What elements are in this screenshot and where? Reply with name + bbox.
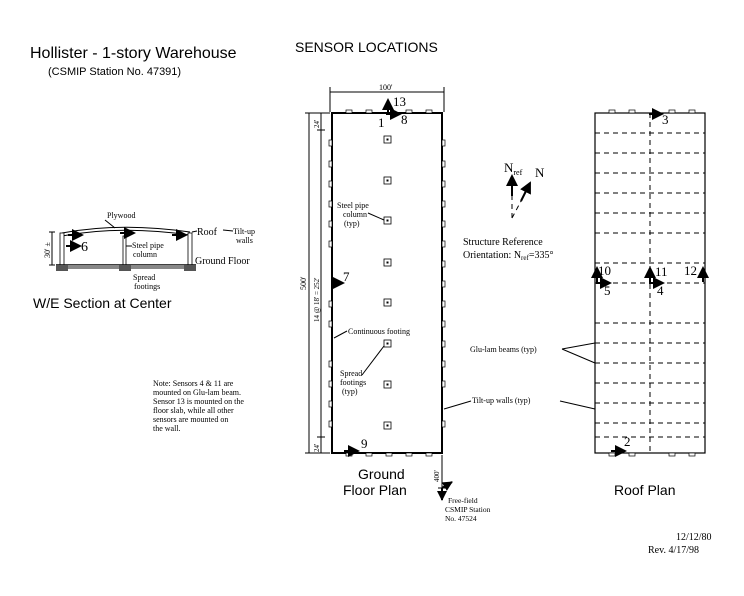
wall-panel-marks xyxy=(328,109,446,457)
spread-footings-label-line1: Spread xyxy=(133,273,155,282)
roof-plan-caption: Roof Plan xyxy=(614,482,675,498)
sensor-11-label: 11 xyxy=(655,264,668,279)
sensor-5-label: 5 xyxy=(604,283,611,298)
freefield-offset-dimension: 400' xyxy=(433,470,441,482)
sensor-locations-heading: SENSOR LOCATIONS xyxy=(295,39,438,55)
bay-dimension: 14 @ 18' = 252' xyxy=(313,278,321,322)
tiltup-walls-label-line1: Tilt-up xyxy=(233,227,255,236)
freefield-label-line3: No. 47524 xyxy=(445,514,477,523)
section-height-dimension: 30' ± xyxy=(43,242,52,258)
steel-pipe-column-label-line1: Steel pipe xyxy=(337,201,369,210)
sensor-2-label: 2 xyxy=(624,434,631,449)
note-line: mounted on Glu-lam beam. xyxy=(153,388,241,397)
freefield-label-line2: CSMIP Station xyxy=(445,505,491,514)
length-dimension: 500' xyxy=(299,276,308,290)
right-wall xyxy=(187,232,193,266)
sensor-9-label: 9 xyxy=(361,436,368,451)
roof-plan: 3 10 5 11 4 12 2 Glu-lam beams (typ) Til… xyxy=(443,108,709,457)
column-footings xyxy=(383,135,392,430)
width-dimension: 100' xyxy=(379,83,393,92)
north-ref-label: Nref xyxy=(504,160,523,177)
true-north-arrow xyxy=(520,181,531,202)
glulam-beams-label: Glu-lam beams (typ) xyxy=(470,345,537,354)
true-north-label: N xyxy=(535,165,545,180)
sensor-4-label: 4 xyxy=(657,283,664,298)
steel-pipe-column xyxy=(122,235,127,266)
drawing-title: Hollister - 1-story Warehouse xyxy=(30,45,237,62)
spread-footing-left xyxy=(56,265,68,271)
steel-pipe-column-label-line3: (typ) xyxy=(344,219,360,228)
column-footing xyxy=(383,135,392,144)
station-number: (CSMIP Station No. 47391) xyxy=(48,66,181,78)
column-footing xyxy=(383,339,392,348)
reference-orientation-line2: Orientation: Nref=335° xyxy=(463,250,553,262)
ground-floor-label: Ground Floor xyxy=(195,256,250,267)
spread-footings-label-line2: footings xyxy=(340,378,366,387)
freefield-sensor-arrow-2 xyxy=(441,481,453,491)
bottom-end-dimension: 24' xyxy=(313,444,321,452)
sensor-1-label: 1 xyxy=(378,115,385,130)
sensor-8-label: 8 xyxy=(401,112,408,127)
spread-footings-label-line1: Spread xyxy=(340,369,362,378)
note-line: Note: Sensors 4 & 11 are xyxy=(153,379,234,388)
note-line: Sensor 13 is mounted on the xyxy=(153,397,244,406)
sensor-3-label: 3 xyxy=(662,112,669,127)
spread-footing-center xyxy=(119,265,131,271)
orientation-symbol: Nref N Structure Reference Orientation: … xyxy=(463,160,553,262)
ground-plan-caption-line1: Ground xyxy=(358,466,405,482)
spread-footings-label-line3: (typ) xyxy=(342,387,358,396)
column-footing xyxy=(383,380,392,389)
column-footing xyxy=(383,298,392,307)
roof-label: Roof xyxy=(197,227,218,238)
sensor-13-label: 13 xyxy=(393,94,406,109)
continuous-footing-label: Continuous footing xyxy=(348,327,410,336)
spread-footings-label-line2: footings xyxy=(134,282,160,291)
column-footing xyxy=(383,421,392,430)
left-wall xyxy=(59,232,65,266)
note-line: sensors are mounted on xyxy=(153,415,228,424)
ground-plan-caption-line2: Floor Plan xyxy=(343,482,407,498)
sensor-7-label: 7 xyxy=(343,269,350,284)
plywood-label: Plywood xyxy=(107,211,135,220)
column-footing xyxy=(383,216,392,225)
tiltup-walls-label: Tilt-up walls (typ) xyxy=(472,396,531,405)
original-date: 12/12/80 xyxy=(676,532,712,543)
freefield-label-line1: Free-field xyxy=(448,496,478,505)
note-line: floor slab, while all other xyxy=(153,406,234,415)
sensor-12-label: 12 xyxy=(684,263,697,278)
spread-footing-right xyxy=(184,265,196,271)
section-caption: W/E Section at Center xyxy=(33,295,172,311)
sensor-note: Note: Sensors 4 & 11 are mounted on Glu-… xyxy=(153,379,244,433)
note-line: the wall. xyxy=(153,424,181,433)
column-footing xyxy=(383,258,392,267)
sensor-6-label: 6 xyxy=(81,240,88,255)
ground-floor-plan: 100' 500' 24' 14 @ 18' = 252' 24' xyxy=(299,83,491,523)
revision-date: Rev. 4/17/98 xyxy=(648,545,699,556)
steel-pipe-label-line2: column xyxy=(133,250,157,259)
tiltup-walls-label-line2: walls xyxy=(236,236,253,245)
steel-pipe-column-label-line2: column xyxy=(343,210,367,219)
steel-pipe-label-line1: Steel pipe xyxy=(132,241,164,250)
reference-orientation-line1: Structure Reference xyxy=(463,237,543,248)
top-end-dimension: 24' xyxy=(313,120,321,128)
column-footing xyxy=(383,176,392,185)
sensor-10-label: 10 xyxy=(598,263,611,278)
we-section-view: 30' ± 6 Plywood Roof Tilt-up walls Steel… xyxy=(43,211,255,291)
